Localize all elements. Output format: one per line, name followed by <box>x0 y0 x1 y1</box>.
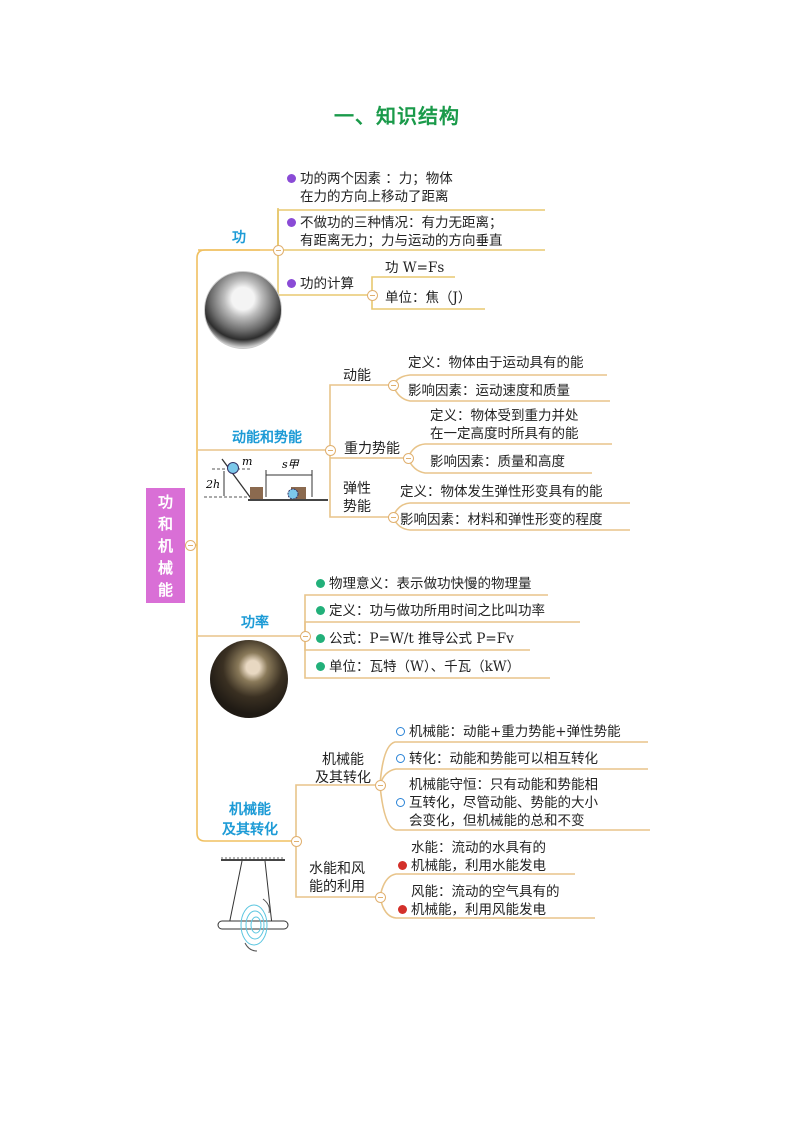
kinetic-factors[interactable]: 影响因素：运动速度和质量 <box>408 383 570 399</box>
collapse-toggle-kinetic[interactable] <box>388 380 399 391</box>
green-star-icon <box>316 634 325 643</box>
root-char: 械 <box>157 558 173 577</box>
root-node[interactable]: 功 和 机 械 能 <box>146 488 185 603</box>
collapse-toggle-gravity[interactable] <box>403 453 414 464</box>
root-char: 功 <box>157 492 173 511</box>
branch-energy[interactable]: 动能和势能 <box>232 430 302 446</box>
group-mech-conversion[interactable]: 机械能 及其转化 <box>315 752 371 786</box>
purple-flag-icon <box>287 174 296 183</box>
green-star-icon <box>316 606 325 615</box>
svg-text:2h: 2h <box>205 478 220 491</box>
branch-work[interactable]: 功 <box>232 230 246 246</box>
green-star-icon <box>316 579 325 588</box>
maxwell-wheel-figure <box>217 857 289 952</box>
collapse-toggle-work-calc[interactable] <box>367 290 378 301</box>
collapse-toggle-mech-conv[interactable] <box>375 780 386 791</box>
power-definition[interactable]: 定义：功与做功所用时间之比叫功率 <box>316 602 545 620</box>
mech-conservation[interactable]: 机械能守恒：只有动能和势能相 互转化，尽管动能、势能的大小 会变化，但机械能的总… <box>396 776 598 830</box>
branch-power[interactable]: 功率 <box>241 615 269 631</box>
collapse-toggle-energy[interactable] <box>325 445 336 456</box>
elastic-factors[interactable]: 影响因素：材料和弹性形变的程度 <box>400 512 603 528</box>
blue-play-icon <box>396 754 405 763</box>
power-meaning[interactable]: 物理意义：表示做功快慢的物理量 <box>316 575 532 593</box>
gravity-definition[interactable]: 定义：物体受到重力并处 在一定高度时所具有的能 <box>430 408 579 442</box>
work-unit[interactable]: 单位：焦（J） <box>385 290 472 306</box>
svg-text:s甲: s甲 <box>282 458 300 471</box>
purple-flag-icon <box>287 279 296 288</box>
portrait-watt-image <box>210 640 288 718</box>
water-energy[interactable]: 水能：流动的水具有的 机械能，利用水能发电 <box>398 839 546 875</box>
work-formula[interactable]: 功 W=Fs <box>385 260 445 276</box>
elastic-definition[interactable]: 定义：物体发生弹性形变具有的能 <box>400 484 603 500</box>
svg-text:m: m <box>242 455 252 468</box>
collapse-toggle-root[interactable] <box>185 540 196 551</box>
red-star-icon <box>398 861 407 870</box>
group-water-wind[interactable]: 水能和风 能的利用 <box>309 861 365 895</box>
wind-energy[interactable]: 风能：流动的空气具有的 机械能，利用风能发电 <box>398 883 560 919</box>
section-title: 一、知识结构 <box>334 104 460 128</box>
work-item-calc[interactable]: 功的计算 <box>287 275 354 293</box>
group-gravity[interactable]: 重力势能 <box>344 441 400 457</box>
mech-definition[interactable]: 机械能：动能+重力势能+弹性势能 <box>396 723 621 741</box>
root-char: 机 <box>157 536 173 555</box>
gravity-factors[interactable]: 影响因素：质量和高度 <box>430 454 565 470</box>
power-unit[interactable]: 单位：瓦特（W）、千瓦（kW） <box>316 658 520 676</box>
mech-conversion[interactable]: 转化：动能和势能可以相互转化 <box>396 750 598 768</box>
root-char: 能 <box>157 580 173 599</box>
power-formula[interactable]: 公式：P=W/t 推导公式 P=Fv <box>316 630 514 648</box>
collapse-toggle-work[interactable] <box>273 245 284 256</box>
group-kinetic[interactable]: 动能 <box>343 368 371 384</box>
work-item-no-work[interactable]: 不做功的三种情况：有力无距离； 有距离无力；力与运动的方向垂直 <box>287 214 503 250</box>
group-elastic[interactable]: 弹性 势能 <box>343 481 371 515</box>
collapse-toggle-elastic[interactable] <box>388 512 399 523</box>
purple-flag-icon <box>287 218 296 227</box>
red-star-icon <box>398 905 407 914</box>
blue-play-icon <box>396 798 405 807</box>
work-item-factors[interactable]: 功的两个因素 ：力；物体 在力的方向上移动了距离 <box>287 170 453 206</box>
kinetic-definition[interactable]: 定义：物体由于运动具有的能 <box>408 355 584 371</box>
root-char: 和 <box>157 514 173 533</box>
collapse-toggle-mech[interactable] <box>291 836 302 847</box>
branch-mechanical[interactable]: 机械能 及其转化 <box>222 802 278 838</box>
blue-play-icon <box>396 727 405 736</box>
green-star-icon <box>316 662 325 671</box>
collapse-toggle-water-wind[interactable] <box>375 892 386 903</box>
portrait-joule-image <box>204 271 282 349</box>
incline-ball-figure: m 2h s甲 <box>204 455 328 501</box>
collapse-toggle-power[interactable] <box>300 631 311 642</box>
